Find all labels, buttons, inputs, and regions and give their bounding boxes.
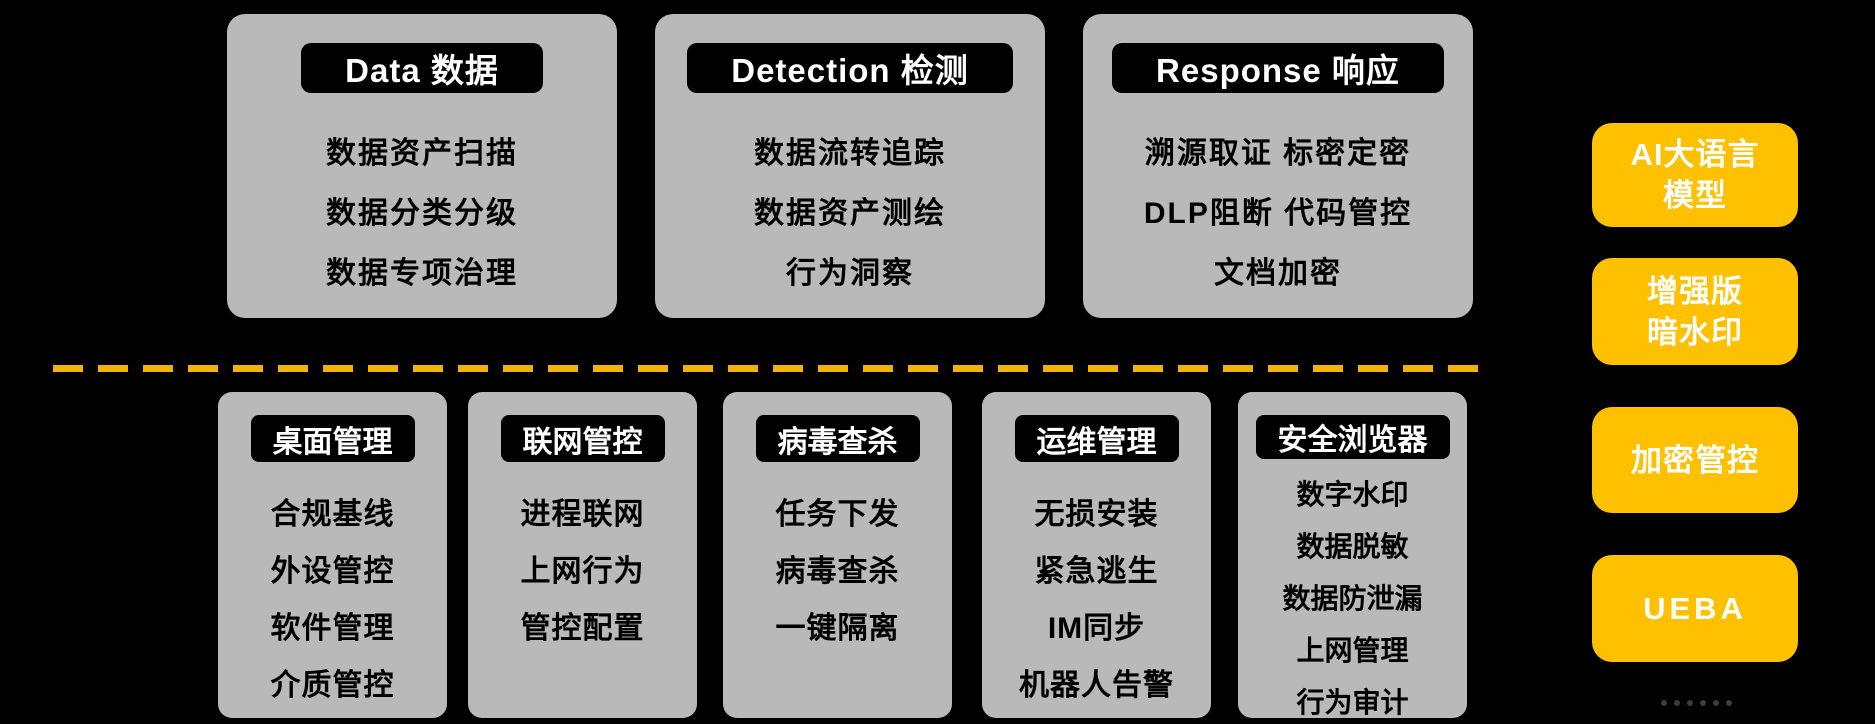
top-card-data-title: Data 数据 — [301, 43, 543, 93]
side-pill-ai-llm: AI大语言 模型 — [1592, 123, 1798, 227]
card-item: 介质管控 — [270, 668, 395, 702]
card-item: 无损安装 — [1034, 497, 1159, 531]
bottom-card-ops-management: 运维管理 无损安装 紧急逃生 IM同步 机器人告警 — [982, 392, 1211, 718]
side-pill-label: AI大语言 — [1630, 137, 1760, 172]
pagination-dot — [1726, 700, 1732, 706]
dashed-divider — [53, 365, 1481, 372]
card-item: 合规基线 — [270, 497, 395, 531]
card-item: 数据专项治理 — [326, 257, 518, 290]
top-card-detection-items: 数据流转追踪 数据资产测绘 行为洞察 — [754, 120, 946, 300]
card-item: 机器人告警 — [1019, 668, 1174, 702]
card-item: 数字水印 — [1296, 479, 1409, 510]
card-item: 上网行为 — [520, 554, 645, 588]
card-item: 数据资产扫描 — [326, 137, 518, 170]
top-card-detection: Detection 检测 数据流转追踪 数据资产测绘 行为洞察 — [655, 14, 1045, 318]
card-item: 外设管控 — [270, 554, 395, 588]
bottom-card-network-control-title: 联网管控 — [500, 415, 665, 462]
bottom-card-network-control: 联网管控 进程联网 上网行为 管控配置 — [468, 392, 697, 718]
bottom-card-secure-browser-title: 安全浏览器 — [1255, 415, 1450, 459]
card-item: 数据防泄漏 — [1282, 583, 1423, 614]
bottom-card-secure-browser: 安全浏览器 数字水印 数据脱敏 数据防泄漏 上网管理 行为审计 — [1238, 392, 1467, 718]
bottom-card-antivirus: 病毒查杀 任务下发 病毒查杀 一键隔离 — [723, 392, 952, 718]
card-item: 进程联网 — [520, 497, 645, 531]
bottom-card-ops-management-title: 运维管理 — [1014, 415, 1179, 462]
card-item: 一键隔离 — [775, 611, 900, 645]
top-card-response: Response 响应 溯源取证 标密定密 DLP阻断 代码管控 文档加密 — [1083, 14, 1473, 318]
bottom-card-antivirus-items: 任务下发 病毒查杀 一键隔离 — [776, 482, 900, 653]
card-item: 病毒查杀 — [775, 554, 900, 588]
card-item: 任务下发 — [775, 497, 900, 531]
top-card-data-items: 数据资产扫描 数据分类分级 数据专项治理 — [326, 120, 518, 300]
card-item: 行为洞察 — [786, 257, 914, 290]
card-item: 数据资产测绘 — [754, 197, 946, 230]
card-item: 数据脱敏 — [1296, 531, 1409, 562]
card-item: 溯源取证 标密定密 — [1144, 137, 1412, 170]
side-pill-label: 加密管控 — [1631, 442, 1759, 478]
bottom-card-antivirus-title: 病毒查杀 — [755, 415, 920, 462]
top-card-response-items: 溯源取证 标密定密 DLP阻断 代码管控 文档加密 — [1144, 120, 1412, 300]
side-pill-label: 增强版 — [1647, 273, 1743, 309]
card-item: IM同步 — [1047, 611, 1146, 645]
pagination-dot — [1674, 700, 1680, 706]
pagination-dot — [1687, 700, 1693, 706]
card-item: DLP阻断 代码管控 — [1143, 197, 1413, 230]
bottom-card-desktop-management-title: 桌面管理 — [250, 415, 415, 462]
side-pill-enhanced-watermark: 增强版 暗水印 — [1592, 258, 1798, 365]
top-card-response-title: Response 响应 — [1112, 43, 1444, 93]
bottom-card-network-control-items: 进程联网 上网行为 管控配置 — [521, 482, 645, 653]
bottom-card-desktop-management: 桌面管理 合规基线 外设管控 软件管理 介质管控 — [218, 392, 447, 718]
side-pill-ueba: UEBA — [1592, 555, 1798, 662]
bottom-card-desktop-management-items: 合规基线 外设管控 软件管理 介质管控 — [271, 482, 395, 710]
card-item: 行为审计 — [1296, 687, 1409, 718]
card-item: 软件管理 — [270, 611, 395, 645]
pagination-dots — [1661, 700, 1732, 706]
card-item: 数据分类分级 — [326, 197, 518, 230]
pagination-dot — [1713, 700, 1719, 706]
pagination-dot — [1700, 700, 1706, 706]
side-pill-encryption-control: 加密管控 — [1592, 407, 1798, 513]
side-pill-label: 模型 — [1663, 178, 1727, 213]
card-item: 文档加密 — [1214, 257, 1342, 290]
card-item: 紧急逃生 — [1034, 554, 1159, 588]
card-item: 管控配置 — [520, 611, 645, 645]
side-pill-label: 暗水印 — [1647, 314, 1743, 350]
bottom-card-ops-management-items: 无损安装 紧急逃生 IM同步 机器人告警 — [1019, 482, 1174, 710]
card-item: 上网管理 — [1296, 635, 1409, 666]
top-card-detection-title: Detection 检测 — [687, 43, 1013, 93]
top-card-data: Data 数据 数据资产扫描 数据分类分级 数据专项治理 — [227, 14, 617, 318]
side-pill-label: UEBA — [1643, 591, 1747, 626]
bottom-card-secure-browser-items: 数字水印 数据脱敏 数据防泄漏 上网管理 行为审计 — [1282, 467, 1422, 724]
pagination-dot — [1661, 700, 1667, 706]
card-item: 数据流转追踪 — [754, 137, 946, 170]
